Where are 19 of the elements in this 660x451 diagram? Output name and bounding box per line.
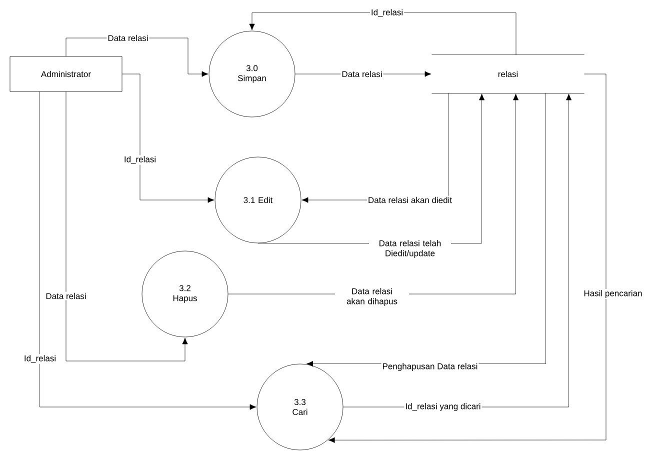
edge-label: Id_relasi	[122, 155, 158, 165]
arrow	[122, 74, 214, 203]
edge-label: Data relasi	[340, 70, 384, 78]
edge-label: Data relasi akan dihapus	[335, 287, 409, 307]
arrow	[328, 74, 606, 443]
edge-label: Data relasi	[44, 292, 88, 300]
data-store: relasi	[432, 54, 584, 94]
edge-label: Id_relasi	[370, 8, 404, 18]
edge-label: Id_relasi yang dicari	[404, 402, 482, 412]
edge-label: Data relasi akan diedit	[366, 196, 454, 204]
edge-label: Data relasi telah Diedit/update	[369, 239, 451, 259]
arrow	[66, 92, 188, 362]
edge-label: Penghapusan Data relasi	[381, 362, 479, 372]
entity-box: Administrator	[10, 56, 122, 92]
edge-label: Id_relasi	[22, 354, 58, 364]
edge-label: Hasil pencarian	[582, 289, 644, 299]
arrow	[249, 12, 516, 55]
edge-label: Data relasi	[106, 34, 150, 42]
arrow	[40, 92, 256, 410]
